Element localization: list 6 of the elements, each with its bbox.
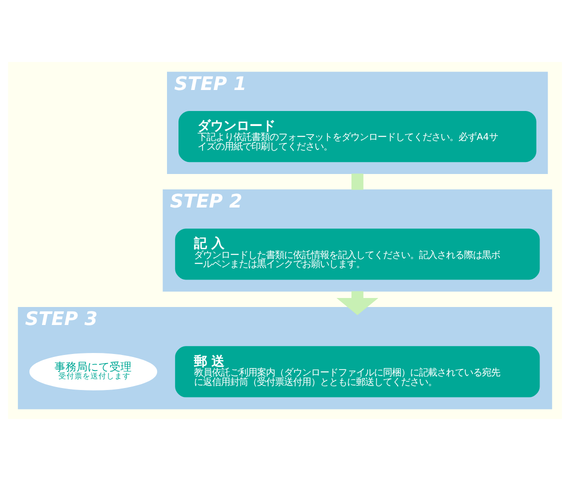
node-box: 郵 送 教員依託ご利用案内（ダウンロードファイルに同梱）に記載されている宛先に返信用封筒（受付票送付用）とともに郵送してください。 xyxy=(175,346,540,397)
arrow xyxy=(336,290,378,315)
node-box: ダウンロード 下記より依託書類のフォーマットをダウンロードしてください。必ずA4サイズの用紙で印刷してください。 xyxy=(178,110,536,162)
node-ellipse: 事務局にて受理 受付票を送付します xyxy=(29,352,158,390)
connector xyxy=(351,173,364,190)
node-box: 記 入 ダウンロードした書類に依託情報を記入してください。記入される際は黒ボールペンまたは黒インクでお願いします。 xyxy=(175,228,540,280)
